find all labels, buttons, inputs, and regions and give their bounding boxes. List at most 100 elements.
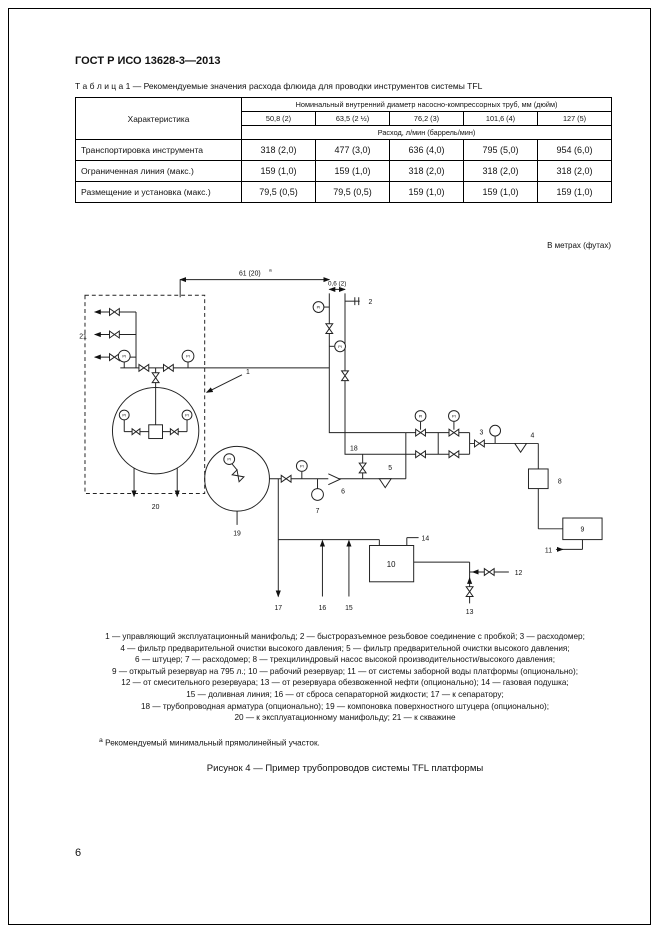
instrument-icon [414, 410, 427, 422]
valve-icon [231, 468, 245, 483]
instrument-icon [448, 410, 460, 422]
legend-line: 4 — фильтр предварительной очистки высок… [120, 643, 570, 653]
dim-06-label: 0,6 (2) [328, 280, 346, 287]
page-number: 6 [75, 847, 82, 859]
legend-line: 1 — управляющий эксплуатационный манифол… [105, 632, 585, 641]
flowmeter-icon [489, 424, 502, 437]
instrument-icon [181, 349, 195, 363]
valve-icon [448, 428, 460, 438]
outlet-chain [469, 424, 563, 530]
table-header-diameter: 127 (5) [536, 111, 613, 126]
doc-header: ГОСТ Р ИСО 13628-3—2013 [75, 55, 221, 67]
valve-icon [109, 330, 120, 339]
suction-manifold [413, 561, 509, 604]
instrument-icon [312, 301, 325, 313]
table-subheader-flow: Расход, л/мин (баррель/мин) [240, 125, 613, 140]
well-lines [93, 307, 137, 368]
callout-14: 14 [422, 536, 430, 543]
instrument-icon [181, 409, 193, 421]
dim-61-label: 61 (20) [239, 271, 261, 278]
cell: 318 (2,0) [241, 139, 316, 161]
legend-line: 15 — доливная линия; 16 — от сброса сепа… [186, 689, 504, 699]
svg-text:PI: PI [227, 457, 231, 462]
cell: 636 (4,0) [389, 139, 464, 161]
callout-19: 19 [233, 531, 241, 538]
cell: 159 (1,0) [241, 160, 316, 182]
flowmeter-icon [311, 488, 324, 501]
cell: 159 (1,0) [389, 181, 464, 203]
valve-icon [131, 427, 141, 436]
cell: 477 (3,0) [315, 139, 390, 161]
cell: 79,5 (0,5) [315, 181, 390, 203]
figure-legend: 1 — управляющий эксплуатационный манифол… [75, 631, 615, 724]
legend-line: 20 — к эксплуатационному манифольду; 21 … [234, 713, 456, 723]
valve-icon [169, 427, 179, 436]
svg-text:PI: PI [419, 413, 423, 418]
risers [312, 293, 406, 455]
valve-icon [151, 372, 161, 384]
cell: 318 (2,0) [536, 160, 613, 182]
valve-icon [109, 307, 120, 317]
surface-choke-assembly [204, 445, 270, 525]
instrument-icon [223, 453, 236, 466]
cell: 318 (2,0) [389, 160, 464, 182]
valve-icon [415, 428, 426, 438]
svg-text:PI: PI [452, 413, 456, 418]
row-label: Ограниченная линия (макс.) [75, 160, 242, 182]
table-header-diameter: 101,6 (4) [463, 111, 538, 126]
table-header-diameter-group: Номинальный внутренний диаметр насосно-к… [240, 97, 613, 112]
table-row: Транспортировка инструмента 318 (2,0) 47… [75, 139, 613, 161]
lower-header [275, 478, 380, 598]
valve-icon [324, 323, 334, 335]
filter-icon [513, 442, 528, 454]
table-header-diameter: 76,2 (3) [389, 111, 464, 126]
svg-text:PI: PI [300, 463, 304, 468]
legend-line: 18 — трубопроводная арматура (опциональн… [141, 701, 549, 711]
working-tank [369, 537, 419, 583]
legend-line: 12 — от смесительного резервуара; 13 — о… [121, 678, 569, 688]
footnote-text: Рекомендуемый минимальный прямолинейный … [105, 738, 320, 748]
svg-text:PI: PI [122, 412, 126, 417]
footnote-marker: a [99, 736, 103, 744]
valve-icon [109, 352, 120, 362]
instrument-icon [117, 349, 131, 363]
callout-2: 2 [369, 299, 373, 306]
table-row: Размещение и установка (макс.) 79,5 (0,5… [75, 181, 613, 203]
svg-text:PI: PI [186, 354, 190, 359]
callout-15: 15 [345, 605, 353, 612]
callout-11: 11 [545, 547, 552, 554]
valve-icon [483, 567, 495, 577]
legend-line: 6 — штуцер; 7 — расходомер; 8 — трехцили… [135, 655, 555, 665]
cell: 159 (1,0) [536, 181, 613, 203]
filter-icon [378, 478, 393, 489]
cell: 159 (1,0) [463, 181, 538, 203]
units-note: В метрах (футах) [547, 241, 611, 250]
valve-icon [162, 363, 174, 373]
row-label: Размещение и установка (макс.) [75, 181, 242, 203]
svg-text:PI: PI [185, 412, 189, 417]
figure-caption: Рисунок 4 — Пример трубопроводов системы… [206, 763, 484, 775]
callout-17: 17 [274, 605, 282, 612]
callout-4: 4 [530, 433, 534, 440]
manifold-boundary [84, 294, 206, 494]
callout-6: 6 [341, 488, 345, 495]
document-page: ГОСТ Р ИСО 13628-3—2013 Т а б л и ц а 1 … [75, 0, 615, 784]
valve-icon [358, 462, 368, 474]
piping-diagram: 61 (20) a 0,6 (2) 21 1 2 20 19 18 7 6 5 … [79, 269, 603, 616]
dimension-61-20 [179, 277, 331, 298]
callout-7: 7 [316, 508, 320, 515]
table-caption: Т а б л и ц а 1 — Рекомендуемые значения… [75, 81, 483, 91]
pump [527, 468, 549, 490]
valve-icon [340, 370, 350, 382]
callout-13: 13 [466, 609, 474, 616]
valve-icon [138, 363, 150, 373]
legend-line: 9 — открытый резервуар на 795 л.; 10 — р… [112, 666, 578, 676]
valve-icon [448, 449, 460, 459]
valve-manifold-block [405, 410, 471, 459]
cell: 159 (1,0) [315, 160, 390, 182]
flow-rate-table: Характеристика Номинальный внутренний ди… [75, 97, 613, 203]
table-header-diameter: 63,5 (2 ½) [315, 111, 390, 126]
cell: 318 (2,0) [463, 160, 538, 182]
valve-icon [465, 586, 474, 597]
callout-16: 16 [319, 605, 327, 612]
